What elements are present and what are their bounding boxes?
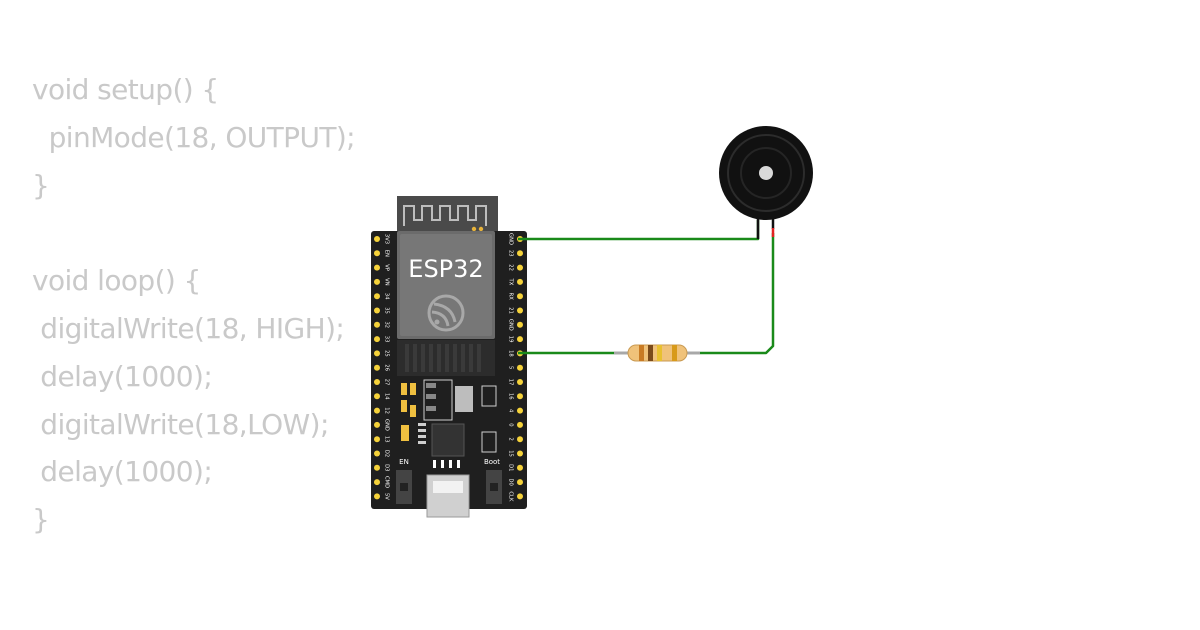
pin-23-hole[interactable] bbox=[517, 250, 523, 257]
pin-label: D0 bbox=[508, 478, 514, 485]
code-line: delay(1000); bbox=[32, 455, 213, 489]
pin-33-hole[interactable] bbox=[374, 336, 380, 343]
esp32-board[interactable]: ESP32 bbox=[371, 196, 527, 518]
pin-label: 21 bbox=[508, 307, 514, 314]
pin-14-hole[interactable] bbox=[374, 393, 380, 400]
code-line: } bbox=[32, 503, 50, 537]
pin-label: 4 bbox=[508, 409, 514, 413]
pin-21-hole[interactable] bbox=[517, 307, 523, 314]
pin-label: 14 bbox=[384, 393, 390, 400]
pin-15-hole[interactable] bbox=[517, 450, 523, 457]
pin-label: 2 bbox=[508, 438, 514, 441]
en-label: EN bbox=[399, 458, 409, 466]
pin-gnd-hole[interactable] bbox=[517, 321, 523, 328]
pin-34-hole[interactable] bbox=[374, 293, 380, 300]
pin-label: GND bbox=[384, 419, 390, 431]
pin-label: 22 bbox=[508, 264, 514, 271]
pin-label: GND bbox=[508, 233, 514, 245]
pin-16-hole[interactable] bbox=[517, 393, 523, 400]
voltage-regulator bbox=[455, 386, 473, 412]
pin-label: RX bbox=[508, 293, 514, 301]
pin-label: D1 bbox=[508, 464, 514, 471]
pin-d0-hole[interactable] bbox=[517, 479, 523, 486]
pin-22-hole[interactable] bbox=[517, 264, 523, 271]
code-line: pinMode(18, OUTPUT); bbox=[32, 120, 356, 154]
pin-32-hole[interactable] bbox=[374, 321, 380, 328]
pin-label: GND bbox=[508, 319, 514, 331]
pin-vn-hole[interactable] bbox=[374, 278, 380, 285]
pin-label: 12 bbox=[384, 407, 390, 414]
pin-label: CLK bbox=[508, 491, 514, 502]
pin-en-hole[interactable] bbox=[374, 250, 380, 257]
pin-label: 27 bbox=[384, 379, 390, 386]
pin-2-hole[interactable] bbox=[517, 436, 523, 443]
boot-label: Boot bbox=[484, 458, 500, 466]
pin-tx-hole[interactable] bbox=[517, 278, 523, 285]
antenna-trace-icon bbox=[403, 205, 487, 226]
code-line: void setup() { bbox=[32, 73, 219, 106]
pin-clk-hole[interactable] bbox=[517, 493, 523, 500]
pin-26-hole[interactable] bbox=[374, 364, 380, 371]
pin-5v-hole[interactable] bbox=[374, 493, 380, 500]
code-line: digitalWrite(18, HIGH); bbox=[32, 311, 345, 345]
pin-d1-hole[interactable] bbox=[517, 464, 523, 471]
pin-5-hole[interactable] bbox=[517, 364, 523, 371]
pin-label: 13 bbox=[384, 436, 390, 443]
pin-label: 15 bbox=[508, 450, 514, 457]
pin-gnd-hole[interactable] bbox=[374, 421, 380, 428]
code-listing: void setup() { pinMode(18, OUTPUT);} void… bbox=[32, 66, 356, 544]
pin-label: 5V bbox=[384, 493, 390, 500]
pin-35-hole[interactable] bbox=[374, 307, 380, 314]
pin-label: D2 bbox=[384, 450, 390, 457]
pin-cmd-hole[interactable] bbox=[374, 479, 380, 486]
buzzer-center-icon bbox=[759, 166, 773, 180]
pin-label: 35 bbox=[384, 307, 390, 314]
pin-label: 33 bbox=[384, 336, 390, 343]
pin-d3-hole[interactable] bbox=[374, 464, 380, 471]
pin-d2-hole[interactable] bbox=[374, 450, 380, 457]
pin-label: 25 bbox=[384, 350, 390, 357]
wire-gnd-to-buzzer[interactable] bbox=[518, 220, 760, 241]
pin-13-hole[interactable] bbox=[374, 436, 380, 443]
pin-25-hole[interactable] bbox=[374, 350, 380, 357]
resistor[interactable] bbox=[614, 344, 700, 362]
pin-label: 19 bbox=[508, 336, 514, 343]
espressif-logo-icon bbox=[427, 294, 465, 332]
pin-label: D3 bbox=[384, 464, 390, 471]
pin-label: 0 bbox=[508, 423, 514, 426]
pin-0-hole[interactable] bbox=[517, 421, 523, 428]
pin-27-hole[interactable] bbox=[374, 379, 380, 385]
pin-label: 17 bbox=[508, 379, 514, 386]
pin-12-hole[interactable] bbox=[374, 407, 380, 414]
pin-19-hole[interactable] bbox=[517, 336, 523, 343]
pin-label: 32 bbox=[384, 321, 390, 328]
code-line: } bbox=[32, 168, 50, 202]
pin-label: 5 bbox=[508, 366, 514, 369]
code-line: digitalWrite(18,LOW); bbox=[32, 407, 329, 441]
pin-label: 34 bbox=[384, 293, 390, 300]
pin-label: VP bbox=[384, 264, 390, 271]
pin-label: EN bbox=[384, 250, 390, 257]
pin-label: 26 bbox=[384, 364, 390, 371]
code-line: void loop() { bbox=[32, 264, 201, 298]
pin-label: 18 bbox=[508, 350, 514, 357]
pin-3v3-hole[interactable] bbox=[374, 236, 380, 242]
wire-resistor-to-buzzer[interactable] bbox=[700, 233, 775, 355]
pin-label: 3V3 bbox=[384, 234, 390, 244]
pin-label: 23 bbox=[508, 250, 514, 257]
pin-vp-hole[interactable] bbox=[374, 264, 380, 271]
piezo-buzzer[interactable] bbox=[719, 126, 813, 239]
pin-4-hole[interactable] bbox=[517, 407, 523, 414]
code-line: delay(1000); bbox=[32, 359, 213, 393]
pin-17-hole[interactable] bbox=[517, 379, 523, 385]
pin-label: TX bbox=[508, 278, 514, 286]
usb-uart-chip bbox=[431, 423, 465, 457]
pin-label: CMD bbox=[384, 476, 390, 488]
pin-rx-hole[interactable] bbox=[517, 293, 523, 300]
pin-label: 16 bbox=[508, 393, 514, 400]
chip-label: ESP32 bbox=[408, 255, 483, 283]
pin-label: VN bbox=[384, 278, 390, 286]
